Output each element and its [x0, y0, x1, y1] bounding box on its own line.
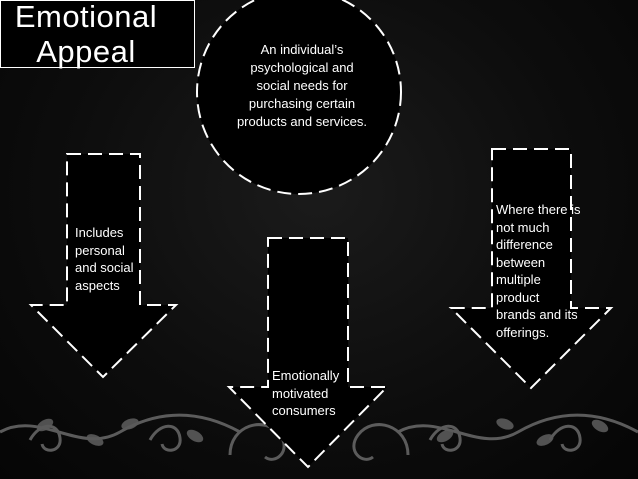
definition-circle: [196, 0, 402, 195]
slide-title: Emotional Appeal: [1, 0, 171, 69]
left-arrow-text: Includes personal and social aspects: [75, 225, 134, 293]
right-arrow-text: Where there is not much difference betwe…: [496, 202, 581, 340]
title-line-2: Appeal: [36, 34, 136, 69]
center-down-arrow: [226, 237, 390, 469]
center-arrow-text: Emotionally motivated consumers: [272, 368, 340, 418]
circle-text: An individual’s psychological and social…: [236, 42, 368, 129]
left-down-arrow: [28, 153, 179, 379]
title-line-1: Emotional: [14, 0, 158, 34]
ornament-leaves: [36, 418, 609, 446]
right-down-arrow: [448, 148, 614, 390]
title-box: Emotional Appeal: [0, 0, 195, 69]
